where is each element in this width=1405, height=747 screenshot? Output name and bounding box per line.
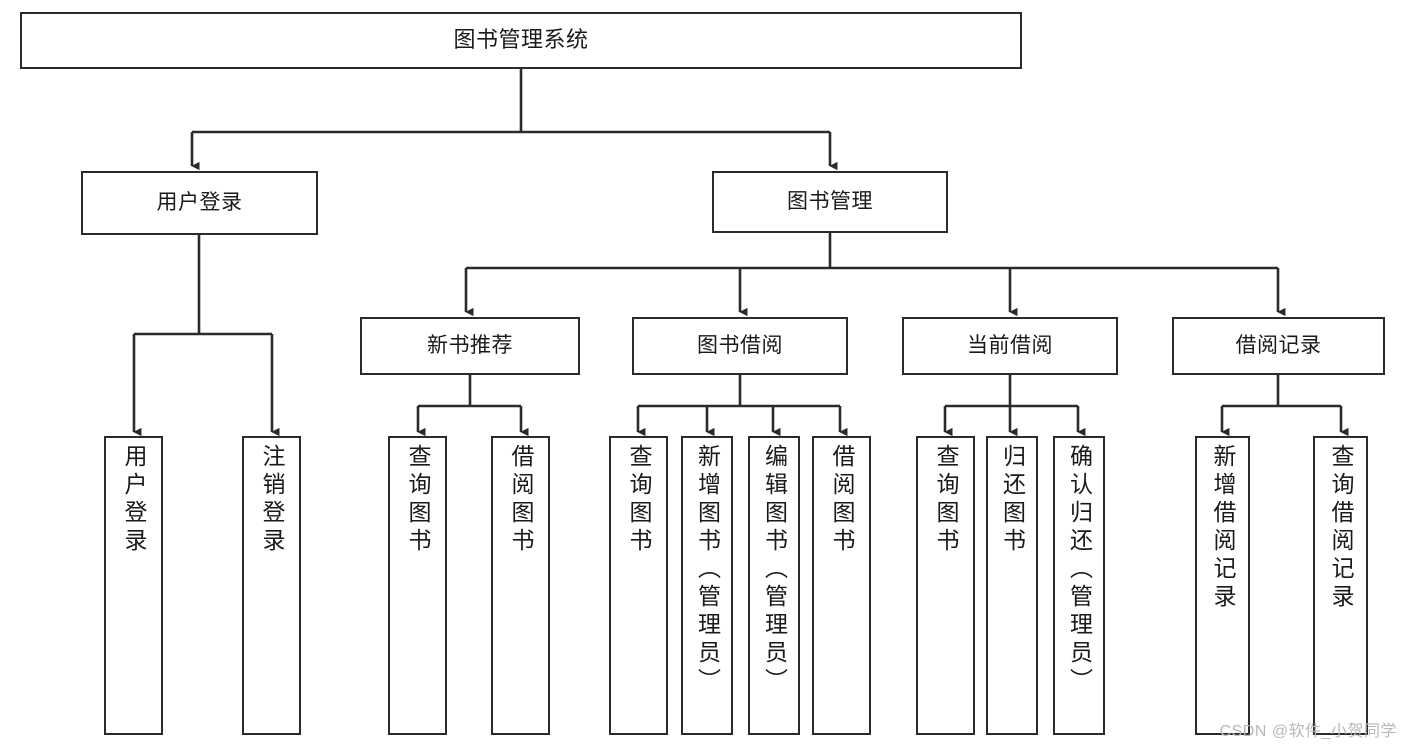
node-leaf-add-book-admin-label: 新增图书（管理员） [694, 444, 721, 696]
node-leaf-return-book-label: 归还图书 [999, 444, 1026, 556]
node-current-borrow-label: 当前借阅 [967, 334, 1053, 358]
node-leaf-logout-label: 注销登录 [259, 444, 285, 556]
node-root-system[interactable]: 图书管理系统 [20, 12, 1022, 69]
node-leaf-add-book-admin[interactable]: 新增图书（管理员） [681, 436, 733, 735]
node-user-login[interactable]: 用户登录 [81, 171, 318, 235]
node-leaf-query-book-3[interactable]: 查询图书 [916, 436, 975, 735]
node-leaf-confirm-return-admin-label: 确认归还（管理员） [1066, 444, 1093, 696]
node-leaf-borrow-book-1-label: 借阅图书 [508, 444, 534, 556]
node-leaf-query-book-2-label: 查询图书 [626, 444, 652, 556]
node-leaf-query-book-1[interactable]: 查询图书 [388, 436, 447, 735]
node-borrow-record[interactable]: 借阅记录 [1172, 317, 1385, 375]
node-book-manage[interactable]: 图书管理 [712, 171, 948, 233]
node-leaf-return-book[interactable]: 归还图书 [986, 436, 1038, 735]
node-book-borrow[interactable]: 图书借阅 [632, 317, 848, 375]
node-leaf-edit-book-admin[interactable]: 编辑图书（管理员） [748, 436, 800, 735]
node-leaf-query-record-label: 查询借阅记录 [1328, 444, 1354, 612]
node-leaf-confirm-return-admin[interactable]: 确认归还（管理员） [1053, 436, 1105, 735]
csdn-watermark: CSDN @软件_小贺同学 [1219, 723, 1397, 740]
node-root-system-label: 图书管理系统 [453, 27, 589, 53]
node-leaf-query-record[interactable]: 查询借阅记录 [1313, 436, 1368, 735]
node-new-book-recommend[interactable]: 新书推荐 [360, 317, 580, 375]
node-leaf-user-login-label: 用户登录 [121, 444, 147, 556]
node-leaf-logout[interactable]: 注销登录 [242, 436, 301, 735]
node-leaf-query-book-3-label: 查询图书 [933, 444, 959, 556]
node-current-borrow[interactable]: 当前借阅 [902, 317, 1118, 375]
node-leaf-borrow-book-2-label: 借阅图书 [829, 444, 855, 556]
node-leaf-query-book-1-label: 查询图书 [405, 444, 431, 556]
node-leaf-edit-book-admin-label: 编辑图书（管理员） [761, 444, 788, 696]
node-book-manage-label: 图书管理 [787, 190, 873, 214]
node-leaf-add-record-label: 新增借阅记录 [1210, 444, 1236, 612]
node-user-login-label: 用户登录 [156, 191, 243, 215]
node-leaf-borrow-book-2[interactable]: 借阅图书 [812, 436, 871, 735]
node-leaf-user-login[interactable]: 用户登录 [104, 436, 163, 735]
node-leaf-borrow-book-1[interactable]: 借阅图书 [491, 436, 550, 735]
node-new-book-recommend-label: 新书推荐 [427, 334, 513, 358]
node-borrow-record-label: 借阅记录 [1235, 334, 1322, 358]
node-leaf-query-book-2[interactable]: 查询图书 [609, 436, 668, 735]
node-book-borrow-label: 图书借阅 [697, 334, 783, 358]
node-leaf-add-record[interactable]: 新增借阅记录 [1195, 436, 1250, 735]
